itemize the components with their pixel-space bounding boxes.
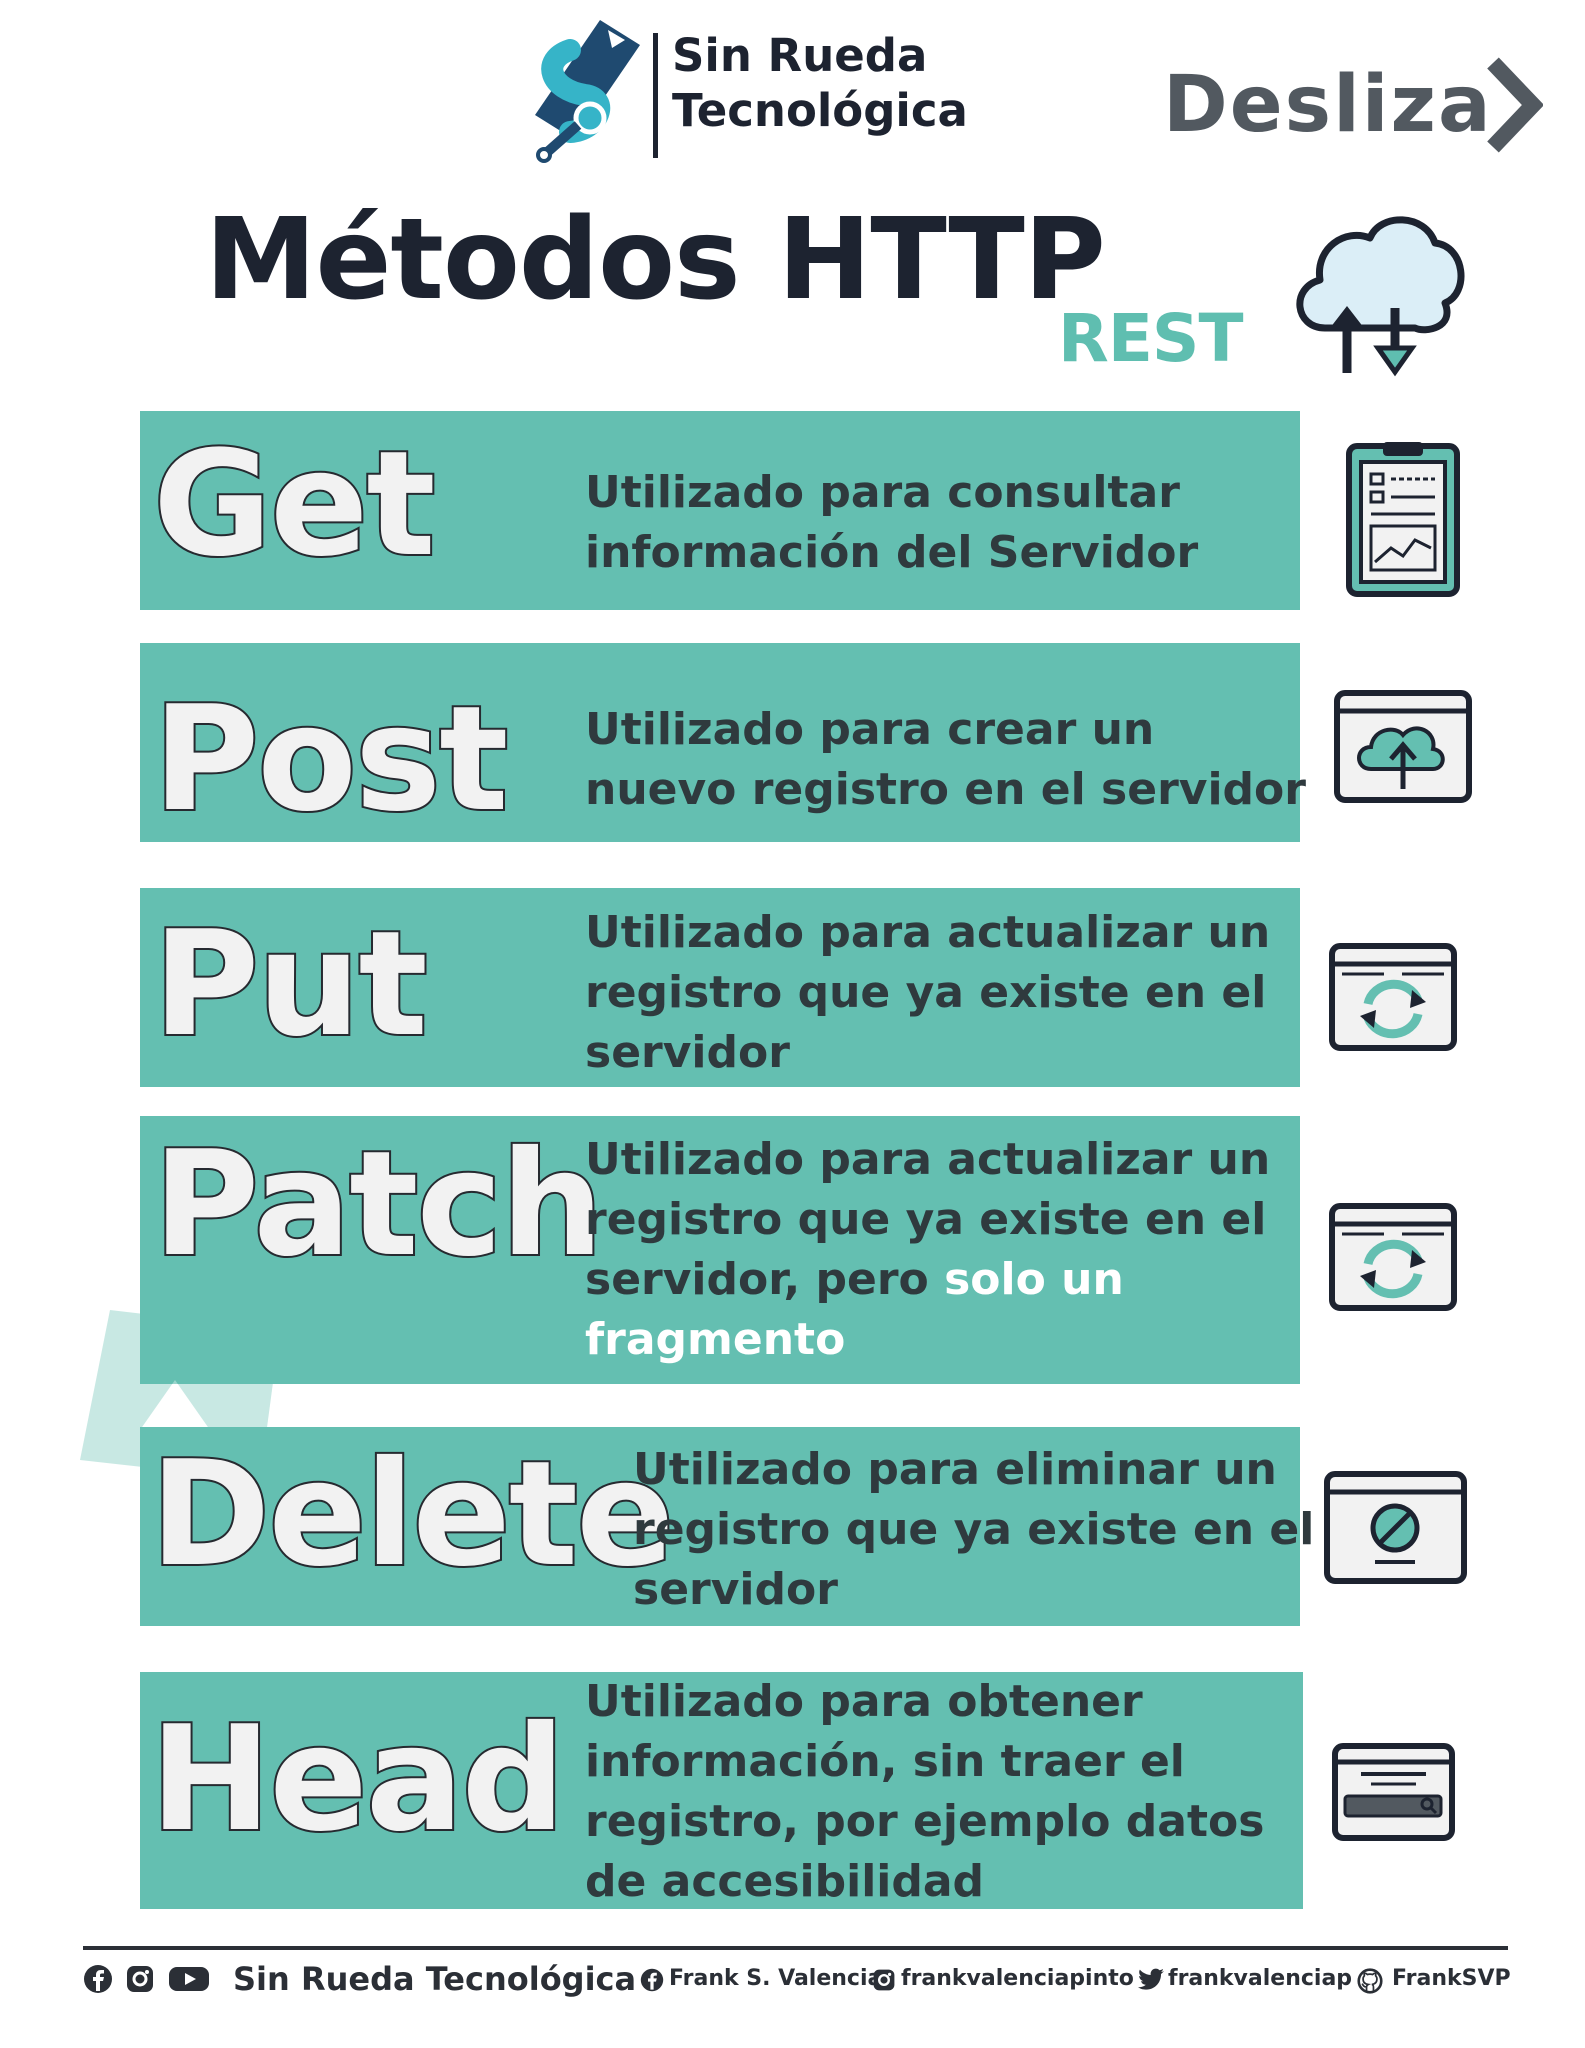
method-description: Utilizado para consultar información del… [585, 467, 1199, 578]
method-description: Utilizado para actualizar un registro qu… [585, 907, 1271, 1078]
youtube-icon[interactable] [168, 1964, 210, 1994]
twitter-icon[interactable] [1135, 1968, 1165, 1994]
footer-instagram-handle[interactable]: frankvalenciapinto [901, 1966, 1134, 1991]
search-window-icon [1332, 1743, 1455, 1841]
method-row-patch [140, 1116, 1300, 1384]
cloud-upload-window-icon [1334, 690, 1472, 803]
blocked-window-icon [1324, 1471, 1467, 1584]
brand-divider [653, 33, 658, 158]
method-row-delete [140, 1427, 1300, 1626]
method-name: Post [151, 673, 511, 846]
sync-window-icon [1329, 943, 1457, 1051]
brand-line-2: Tecnológica [672, 84, 968, 137]
footer-brand: Sin Rueda Tecnológica [233, 1960, 637, 1998]
method-name: Head [148, 1693, 567, 1866]
method-row-get [140, 411, 1300, 610]
method-name: Get [151, 418, 438, 591]
method-row-put [140, 888, 1300, 1087]
method-row-post [140, 643, 1300, 842]
footer-divider [83, 1946, 1508, 1950]
footer-facebook-handle[interactable]: Frank S. Valencia [669, 1966, 883, 1991]
highlight-text: solo un [944, 1254, 1124, 1305]
facebook-icon[interactable] [83, 1964, 113, 1994]
brand-logo [535, 20, 640, 163]
facebook-icon[interactable] [640, 1968, 664, 1992]
page-subtitle: REST [1058, 300, 1243, 377]
method-name: Delete [148, 1428, 676, 1601]
footer-twitter-handle[interactable]: frankvalenciap [1168, 1966, 1353, 1991]
clipboard-report-icon [1346, 442, 1460, 597]
brand-line-1: Sin Rueda [672, 29, 928, 82]
method-description: Utilizado para actualizar un registro qu… [585, 1130, 1270, 1370]
instagram-icon[interactable] [125, 1964, 155, 1994]
method-name: Patch [151, 1118, 606, 1291]
footer-github-handle[interactable]: FrankSVP [1392, 1966, 1511, 1991]
method-description: Utilizado para obtener información, sin … [585, 1676, 1265, 1907]
method-name: Put [151, 898, 430, 1071]
instagram-icon[interactable] [872, 1968, 896, 1992]
github-icon[interactable] [1357, 1968, 1383, 1994]
method-description: Utilizado para crear un nuevo registro e… [585, 704, 1306, 815]
sync-window-icon [1329, 1203, 1457, 1311]
chevron-right-icon[interactable] [1483, 55, 1543, 155]
cloud-transfer-icon [1296, 216, 1465, 377]
highlight-text: fragmento [585, 1314, 846, 1365]
swipe-label: Desliza [1163, 60, 1493, 150]
method-description: Utilizado para eliminar un registro que … [633, 1444, 1315, 1615]
page-title: Métodos HTTP [205, 195, 1106, 325]
method-row-head [140, 1672, 1303, 1909]
brand-name: Sin Rueda Tecnológica [672, 28, 968, 138]
